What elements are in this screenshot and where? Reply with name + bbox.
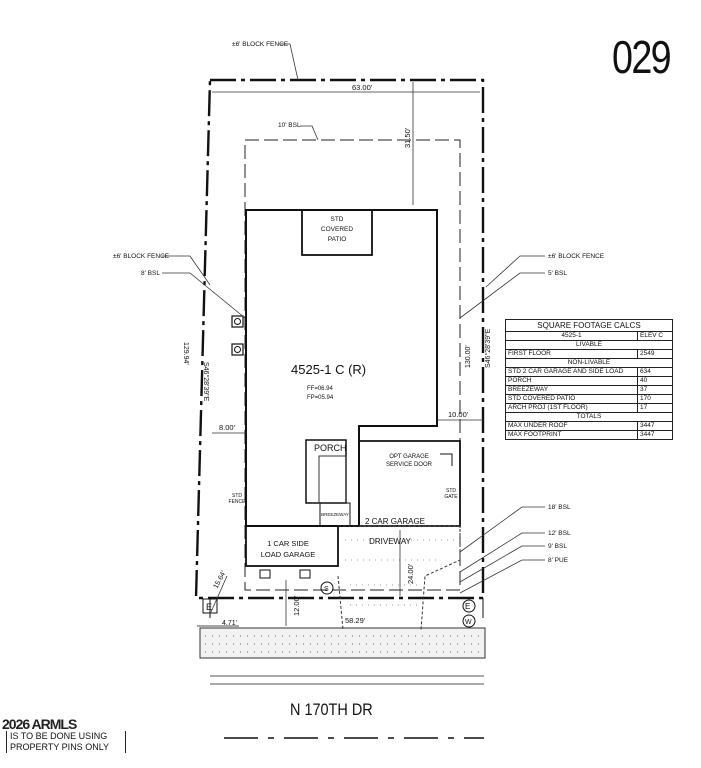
lot-boundary (194, 78, 485, 600)
marker-s: S (324, 586, 329, 593)
label-std-gate-2: GATE (444, 494, 458, 500)
sqft-row-value: 17 (637, 403, 673, 413)
dim-front-setback: 12.00' (292, 595, 301, 616)
sqft-row-label: MAX UNDER ROOF (505, 421, 638, 431)
covered-patio (301, 209, 373, 256)
dim-top-width: 63.00' (352, 83, 373, 92)
sqft-nonlivable-header: NON-LIVABLE (505, 358, 673, 368)
callout-block-fence-top: ±6' BLOCK FENCE (232, 41, 289, 48)
label-std-gate-1: STD (446, 488, 456, 494)
label-side-garage-1: 1 CAR SIDE (267, 539, 309, 548)
callout-bsl-8: 8' BSL (141, 270, 160, 277)
sqft-row-value: 3447 (637, 430, 673, 440)
marker-w: W (465, 619, 472, 626)
callout-bsl-12: 12' BSL (548, 530, 571, 537)
callout-pue-8: 8' PUE (548, 557, 569, 564)
sqft-row-value: 40 (637, 376, 673, 386)
label-patio-3: PATIO (328, 236, 347, 243)
callout-block-fence-left: ±6' BLOCK FENCE (113, 253, 170, 260)
sqft-row-label: PORCH (505, 376, 638, 386)
dim-rear-setback: 31.50' (403, 127, 412, 148)
pin-note-line: PROPERTY PINS ONLY (10, 742, 110, 752)
sqft-row-value: 170 (637, 394, 673, 404)
sqft-row-label: STD COVERED PATIO (505, 394, 638, 404)
lot-number: 029 (612, 31, 672, 83)
label-std-fence-1: STD (232, 493, 242, 499)
label-patio-1: STD (331, 216, 344, 223)
dim-frontage: 58.29' (345, 616, 366, 625)
sqft-row-label: STD 2 CAR GARAGE AND SIDE LOAD (505, 367, 638, 377)
dim-right-bearing: S46°28'39"E (484, 328, 492, 368)
callout-block-fence-right: ±6' BLOCK FENCE (548, 253, 605, 260)
plan-label: 4525-1 C (R) (291, 362, 366, 377)
dim-driveway-depth: 24.00' (406, 563, 415, 584)
sidewalk-strip (199, 627, 486, 659)
sqft-totals-header: TOTALS (505, 412, 673, 422)
dim-left-bearing: S46°28'39"E (202, 362, 210, 402)
dim-right-side: 10.00' (448, 410, 469, 419)
dim-left-length: 129.94' (182, 342, 189, 365)
street-name: N 170TH DR (290, 700, 373, 719)
marker-e-right: E (465, 602, 470, 611)
marker-e-left: E (206, 602, 212, 612)
side-load-garage (245, 525, 339, 567)
label-patio-2: COVERED (321, 226, 353, 233)
sqft-row-label: FIRST FLOOR (505, 349, 638, 359)
label-side-garage-2: LOAD GARAGE (261, 550, 316, 559)
pin-note-line: IS TO BE DONE USING (10, 731, 108, 741)
plan-fp: FP=05.94 (307, 395, 334, 401)
callout-bsl-10: 10' BSL (278, 122, 301, 129)
label-std-fence-2: FENCE (229, 499, 247, 505)
watermark: 2026 ARMLS (2, 716, 77, 732)
label-breezeway: BREEZEWAY (321, 512, 349, 517)
sqft-row-value: 2549 (637, 349, 673, 359)
driveway-outline (337, 525, 461, 631)
label-opt-door-1: OPT GARAGE (389, 454, 429, 460)
label-two-car-garage: 2 CAR GARAGE (365, 517, 425, 526)
callout-bsl-5: 5' BSL (548, 270, 567, 277)
sqft-row-label: BREEZEWAY (505, 385, 638, 395)
sqft-livable-header: LIVABLE (505, 340, 673, 350)
plan-ff: FF=06.94 (307, 386, 334, 392)
dim-right-length: 130.00' (465, 345, 472, 368)
sqft-row-value: 37 (637, 385, 673, 395)
sqft-elev: ELEV C (637, 331, 673, 341)
callout-bsl-18: 18' BSL (548, 504, 571, 511)
label-driveway: DRIVEWAY (369, 537, 411, 546)
sqft-row-label: ARCH PROJ (1ST FLOOR) (505, 403, 638, 413)
sqft-plan: 4525-1 (505, 331, 638, 341)
sqft-row-value: 3447 (637, 421, 673, 431)
callout-bsl-9: 9' BSL (548, 543, 567, 550)
sqft-title: SQUARE FOOTAGE CALCS (505, 319, 673, 332)
dim-left-side: 8.00' (219, 423, 236, 432)
sqft-row-value: 634 (637, 367, 673, 377)
label-opt-door-2: SERVICE DOOR (386, 462, 433, 468)
dim-small: 4.71' (222, 620, 237, 627)
pin-note: IS TO BE DONE USING PROPERTY PINS ONLY (6, 731, 126, 753)
sqft-row-label: MAX FOOTPRINT (505, 430, 638, 440)
label-porch: PORCH (314, 443, 347, 453)
